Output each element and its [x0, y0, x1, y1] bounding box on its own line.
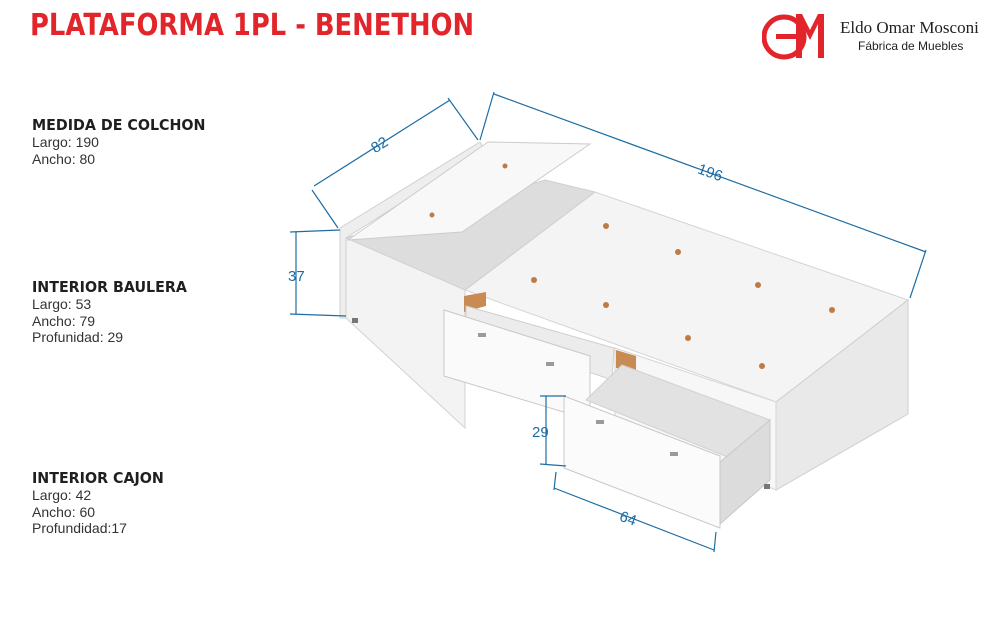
spec-row: Ancho: 79: [32, 312, 96, 329]
drawer-handle: [546, 362, 554, 366]
brand-logo-icon: [762, 14, 824, 60]
spec-row: Ancho: 80: [32, 150, 96, 167]
spec-row: Ancho: 60: [32, 503, 96, 520]
spec-row: Largo: 190: [32, 134, 99, 150]
dimension-lines: [289, 91, 927, 553]
spec-row: Largo: 53: [32, 296, 92, 312]
spec-storage: INTERIOR BAULERA Largo: 53 Ancho: 79 Pro…: [32, 278, 195, 346]
dimension-drawer-height: 29: [532, 424, 549, 441]
spec-row: Profundidad:17: [32, 520, 127, 536]
spec-row: Profunidad: 29: [32, 329, 124, 345]
drawer-handle: [670, 452, 678, 456]
drawer-right-front: [563, 395, 721, 529]
drawer-handle: [596, 420, 604, 424]
bed-platform-drawing: 82 196 37 29 64: [288, 91, 927, 553]
brand-subtitle: Fábrica de Muebles: [858, 39, 964, 53]
spec-heading: INTERIOR CAJON: [32, 469, 164, 487]
dimension-length: 196: [695, 161, 724, 186]
spec-row: Largo: 42: [32, 487, 92, 503]
spec-drawer: INTERIOR CAJON Largo: 42 Ancho: 60 Profu…: [32, 469, 171, 537]
page-title: PLATAFORMA 1PL - BENETHON: [30, 8, 475, 43]
dimension-drawer-width: 64: [617, 508, 638, 530]
spec-heading: MEDIDA DE COLCHON: [32, 116, 206, 134]
vent-holes: [429, 163, 835, 369]
spec-mattress: MEDIDA DE COLCHON Largo: 190 Ancho: 80: [32, 116, 215, 167]
spec-heading: INTERIOR BAULERA: [32, 278, 187, 296]
storage-lid: [346, 141, 592, 241]
dimension-height: 37: [288, 268, 305, 285]
brand-name: Eldo Omar Mosconi: [840, 18, 979, 37]
drawer-handle: [478, 333, 486, 337]
dimension-depth: 82: [368, 134, 391, 157]
brand-logo: Eldo Omar Mosconi Fábrica de Muebles: [762, 10, 992, 62]
